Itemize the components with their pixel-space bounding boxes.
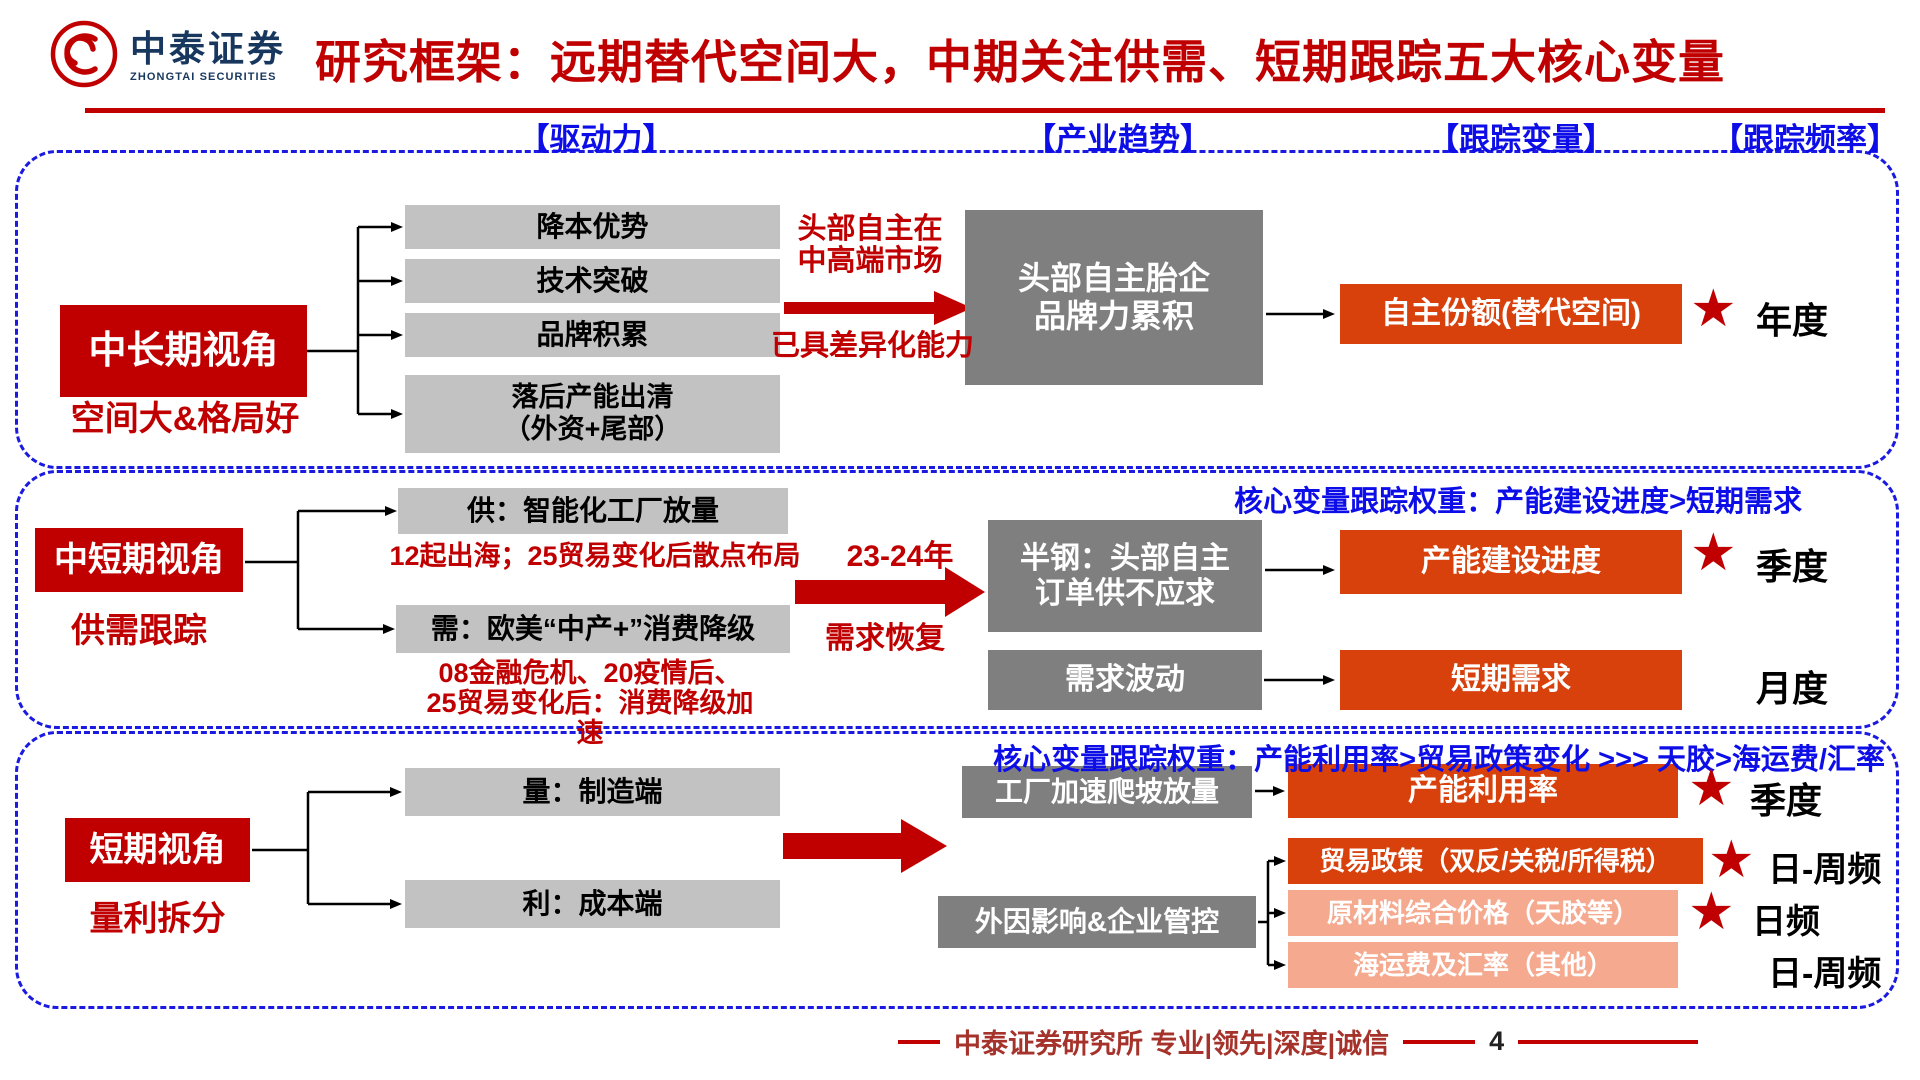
driver-box: 技术突破	[405, 259, 780, 303]
footer-text: 中泰证券研究所 专业|领先|深度|诚信	[954, 1029, 1390, 1059]
external-factor-box: 外因影响&企业管控	[938, 896, 1256, 948]
longterm-trend-box: 头部自主胎企 品牌力累积	[965, 210, 1263, 385]
column-header-frequency: 【跟踪频率】	[1712, 122, 1898, 157]
longterm-arrow-icon	[784, 291, 972, 325]
variable-box-utilization: 产能利用率	[1288, 764, 1678, 818]
column-header-variable: 【跟踪变量】	[1428, 122, 1614, 157]
footer-rule	[1518, 1039, 1699, 1044]
footer-rule	[1403, 1039, 1476, 1044]
midterm-row-frame	[15, 470, 1899, 729]
longterm-connectors	[307, 222, 1335, 419]
star-icon: ★	[1690, 524, 1737, 582]
longterm-sublabel: 空间大&格局好	[70, 400, 300, 438]
midterm-connectors	[245, 506, 1335, 685]
variable-box-trade-policy: 贸易政策（双反/关税/所得税）	[1288, 838, 1703, 884]
logo-text-en: ZHONGTAI SECURITIES	[130, 70, 277, 83]
frequency-material: 日频	[1752, 903, 1820, 941]
longterm-arrow-note-bottom: 已具差异化能力	[770, 330, 974, 362]
supply-note: 12起出海；25贸易变化后散点布局	[389, 541, 801, 571]
volume-driver-box: 量：制造端	[405, 768, 780, 816]
shortterm-row-frame	[15, 731, 1899, 1009]
longterm-row-frame	[15, 150, 1899, 469]
longterm-label: 中长期视角	[60, 305, 307, 397]
frequency-quarterly: 季度	[1756, 546, 1829, 587]
star-icon: ★	[1690, 280, 1737, 338]
midterm-trend-supply-box: 半钢：头部自主 订单供不应求	[988, 520, 1262, 632]
variable-box-raw-material: 原材料综合价格（天胶等）	[1288, 890, 1678, 936]
driver-box: 落后产能出清 （外资+尾部）	[405, 375, 780, 453]
variable-box-share: 自主份额(替代空间)	[1340, 284, 1682, 344]
column-header-trend: 【产业趋势】	[1025, 122, 1211, 157]
shortterm-arrow-icon	[783, 819, 947, 873]
profit-driver-box: 利：成本端	[405, 880, 780, 928]
driver-box: 品牌积累	[405, 313, 780, 357]
shortterm-weight-note: 核心变量跟踪权重：产能利用率>贸易政策变化 >>> 天胶>海运费/汇率	[993, 744, 1885, 776]
frequency-shipping: 日-周频	[1768, 955, 1882, 993]
zhongtai-logo: 中泰证券 ZHONGTAI SECURITIES	[48, 18, 286, 95]
demand-driver-box: 需：欧美“中产+”消费降级	[396, 605, 790, 653]
midterm-trend-demand-box: 需求波动	[988, 650, 1262, 710]
shortterm-connectors	[252, 786, 1286, 970]
frequency-monthly: 月度	[1756, 668, 1829, 709]
frequency-trade: 日-周频	[1768, 851, 1882, 889]
page-number: 4	[1489, 1026, 1505, 1056]
midterm-label: 中短期视角	[35, 528, 243, 592]
footer: 中泰证券研究所 专业|领先|深度|诚信 4	[898, 1022, 1699, 1061]
zhongtai-logo-icon	[48, 18, 120, 95]
big-red-arrows	[783, 291, 985, 873]
demand-note: 08金融危机、20疫情后、 25贸易变化后：消费降级加 速	[426, 658, 754, 749]
midterm-weight-note: 核心变量跟踪权重：产能建设进度>短期需求	[1234, 486, 1802, 518]
frequency-utilization: 季度	[1750, 780, 1823, 821]
star-icon: ★	[1708, 831, 1755, 889]
driver-box: 降本优势	[405, 205, 780, 249]
supply-driver-box: 供：智能化工厂放量	[398, 488, 788, 534]
midterm-arrow-icon	[795, 567, 985, 617]
star-icon: ★	[1688, 883, 1735, 941]
page-title: 研究框架：远期替代空间大，中期关注供需、短期跟踪五大核心变量	[315, 36, 1725, 88]
logo-text-cn: 中泰证券	[130, 27, 287, 69]
column-header-driver: 【驱动力】	[518, 122, 674, 157]
midterm-sublabel: 供需跟踪	[71, 612, 207, 650]
footer-rule	[898, 1039, 940, 1044]
frequency-annual: 年度	[1756, 300, 1829, 341]
header-divider	[85, 108, 1885, 113]
midterm-arrow-note-bottom: 需求恢复	[825, 622, 945, 655]
shortterm-sublabel: 量利拆分	[89, 900, 226, 938]
midterm-arrow-note-top: 23-24年	[846, 540, 954, 573]
variable-box-shortterm-demand: 短期需求	[1340, 650, 1682, 710]
longterm-arrow-note-top: 头部自主在 中高端市场	[797, 213, 943, 278]
variable-box-capacity-build: 产能建设进度	[1340, 530, 1682, 594]
variable-box-shipping-fx: 海运费及汇率（其他）	[1288, 942, 1678, 988]
factory-ramp-box: 工厂加速爬坡放量	[962, 766, 1252, 818]
shortterm-label: 短期视角	[65, 818, 250, 882]
star-icon: ★	[1688, 759, 1735, 817]
